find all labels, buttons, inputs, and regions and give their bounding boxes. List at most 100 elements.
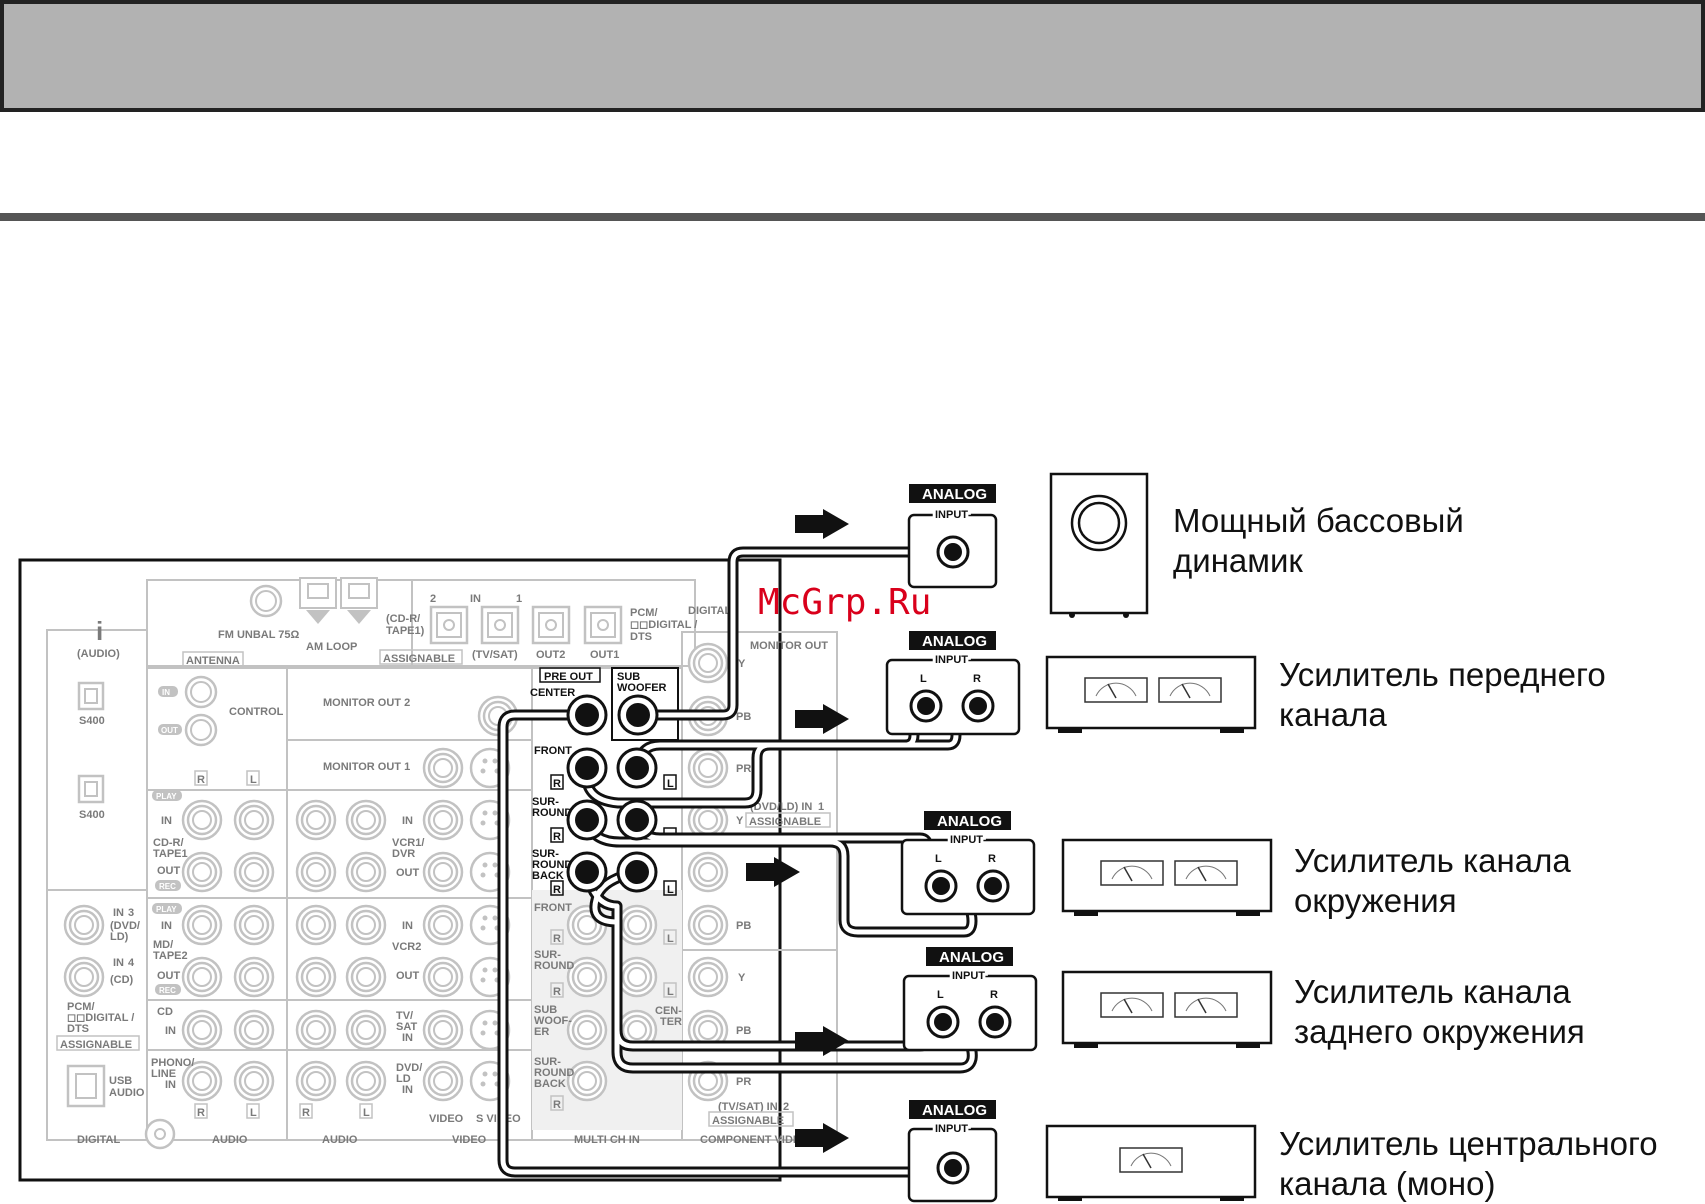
arrow-1 [795,509,849,539]
ilink-port-2 [77,774,105,804]
digital-out-label: DIGITAL [688,605,731,617]
multich-sub: SUB [534,1004,557,1016]
dolby-digital-label: ◻◻DIGITAL / [630,619,697,631]
coax-dts-label: DTS [67,1023,89,1035]
coax-in-3 [63,904,105,946]
digital-tvsat-label: (TV/SAT) [472,649,518,661]
section-rule [0,213,1705,221]
coax-in3-label: IN [113,907,124,919]
pre-out-sur2: SUR- [532,848,559,860]
center-amp-icon [1045,1124,1257,1201]
device-label-1b: динамик [1173,542,1303,579]
play-label-2: PLAY [156,905,177,914]
vcr2-in-label: IN [402,920,413,932]
comp-y-3: Y [738,972,746,984]
multich-r-2: R [553,986,561,998]
arrow-5 [795,1123,849,1153]
multich-woof: WOOF- [534,1015,572,1027]
coax-pcm-label: PCM/ [67,1001,95,1013]
usb-audio-label: AUDIO [109,1087,145,1099]
coax-in4-label: IN [113,957,124,969]
control-label: CONTROL [229,706,284,718]
multich-l-2: L [667,986,674,998]
optical-out-1 [583,605,623,645]
tape2-label: TAPE2 [153,950,188,962]
arrow-2 [795,704,849,734]
optical-out1-label: OUT1 [590,649,619,661]
coax-ld-label: LD) [110,931,129,943]
ilink-s400-1: S400 [79,715,105,727]
comp-n2: 2 [783,1101,789,1113]
vcr2-label: VCR2 [392,941,421,953]
analog-badge-1: ANALOG [922,486,987,503]
pre-out-sur-r: R [553,831,561,843]
optical-in-1 [480,605,520,645]
tape1-label: TAPE1 [153,848,188,860]
comp-pr-1: PR [736,763,751,775]
audio-in-label-4: IN [165,1079,176,1091]
surround-back-amp-icon [1061,970,1273,1048]
multich-back: BACK [534,1078,566,1090]
pre-out-woofer: WOOFER [617,682,667,694]
comp-y-1: Y [738,658,746,670]
pre-out-back-r-jack [566,851,608,893]
optical-out-2 [531,605,571,645]
bottom-multich: MULTI CH IN [574,1134,640,1146]
ilink-s400-2: S400 [79,809,105,821]
center-amp-input: ANALOG INPUT [907,1100,998,1203]
audio-r-top: R [197,774,205,786]
vcr2-out-label: OUT [396,970,420,982]
usb-port [66,1064,106,1108]
subwoofer-icon [1049,472,1149,618]
monitor-out2-label: MONITOR OUT 2 [323,697,410,709]
multich-round2: ROUND [534,1067,574,1079]
multich-front: FRONT [534,902,572,914]
dvd-label: DVD/ [396,1062,422,1074]
bottom-digital: DIGITAL [77,1134,120,1146]
coax-num4: 4 [128,957,135,969]
fm-unbal-label: FM UNBAL 75Ω [218,629,300,641]
cdr-label: CD-R/ [153,837,184,849]
device-label-3a: Усилитель канала [1294,842,1571,879]
audio-out-label-1: OUT [157,865,181,877]
ld-label: LD [396,1073,411,1085]
digital-tape1-label: TAPE1) [386,625,425,637]
comp-assignable-2: ASSIGNABLE [712,1115,784,1127]
input-l-3: L [935,853,942,865]
md-label: MD/ [153,939,173,951]
pcm-label: PCM/ [630,607,658,619]
analog-badge-5: ANALOG [922,1102,987,1119]
header-band [0,0,1705,112]
control-out-jack [184,713,218,747]
pre-out-back-r: R [553,884,561,896]
antenna-section-label: ANTENNA [186,655,240,667]
control-in-label: IN [162,688,170,697]
bottom-component: COMPONENT VIDEO [700,1134,809,1146]
input-r-2: R [973,673,981,685]
input-label-5: INPUT [935,1123,968,1135]
bottom-audio-1: AUDIO [212,1134,248,1146]
front-amp-icon [1045,655,1257,733]
comp-n1: 1 [818,801,824,813]
device-label-1a: Мощный бассовый [1173,502,1464,539]
am-loop-label: AM LOOP [306,641,357,653]
device-label-5a: Усилитель центрального [1279,1125,1658,1162]
monitor-out1-video [422,747,464,789]
pre-out-sub: SUB [617,671,640,683]
comp-pb-2: PB [736,920,751,932]
dvd-in-label: IN [402,1084,413,1096]
vcr1-out-label: OUT [396,867,420,879]
audio-l-top: L [250,774,257,786]
audio-l-bottom: L [250,1107,257,1119]
multich-sur2: SUR- [534,1056,561,1068]
device-label-2b: канала [1279,696,1387,733]
subwoofer-input: ANALOG INPUT [907,484,998,589]
pre-out-round: ROUND [532,807,572,819]
sat-label: SAT [396,1021,417,1033]
coax-num3: 3 [128,907,134,919]
input-label-4: INPUT [952,970,985,982]
vcr1-label: VCR1/ [392,837,424,849]
digital-num1: 1 [516,593,522,605]
control-in-jack [184,675,218,709]
input-r-4: R [990,989,998,1001]
